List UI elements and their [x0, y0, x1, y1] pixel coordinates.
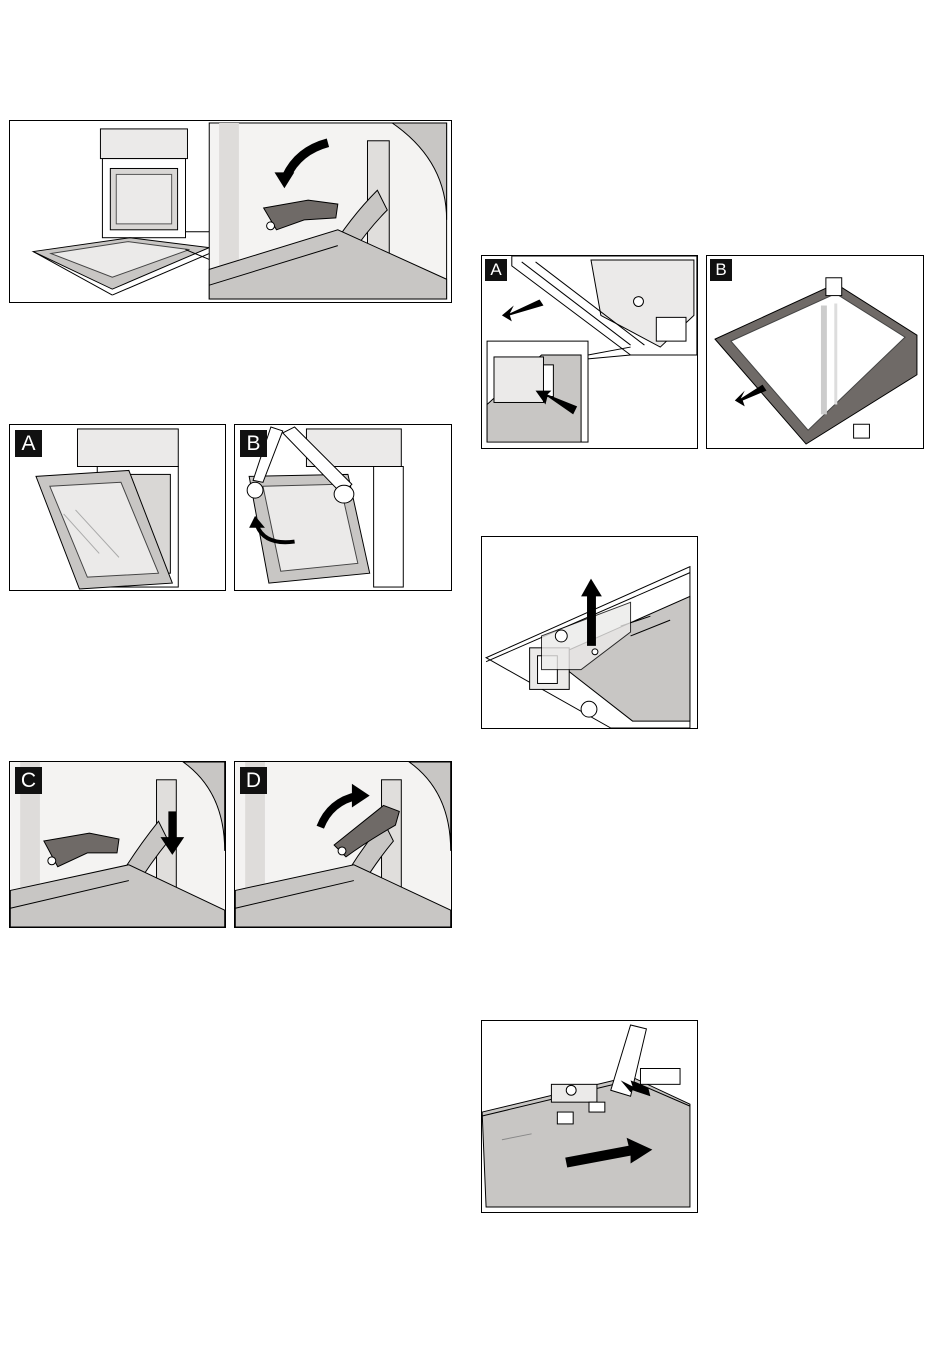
hinge-lock-up-illustration	[235, 762, 451, 927]
oven-hinge-illustration	[10, 121, 451, 302]
panel-label: B	[710, 259, 732, 281]
figure-remove-door-b: B	[234, 424, 452, 591]
panel-label: C	[15, 767, 42, 794]
figure-glass-removal-b: B	[706, 255, 924, 449]
figure-remove-door-a: A	[9, 424, 226, 591]
figure-insert-clip	[481, 1020, 698, 1213]
hinge-lock-down-illustration	[10, 762, 225, 927]
panel-label: D	[240, 767, 267, 794]
door-lift-illustration	[235, 425, 451, 590]
figure-lift-clip	[481, 536, 698, 729]
door-tilted-illustration	[10, 425, 225, 590]
clip-lift-illustration	[482, 537, 697, 728]
glass-clip-release-illustration	[482, 256, 697, 448]
figure-hinge-lock-c: C	[9, 761, 226, 928]
panel-label: A	[15, 430, 42, 457]
figure-hinge-lock-d: D	[234, 761, 452, 928]
figure-glass-removal-a: A	[481, 255, 698, 449]
clip-insert-illustration	[482, 1021, 697, 1212]
figure-hinge-overview	[9, 120, 452, 303]
glass-pane-slide-illustration	[707, 256, 923, 448]
panel-label: A	[485, 259, 507, 281]
panel-label: B	[240, 430, 267, 457]
